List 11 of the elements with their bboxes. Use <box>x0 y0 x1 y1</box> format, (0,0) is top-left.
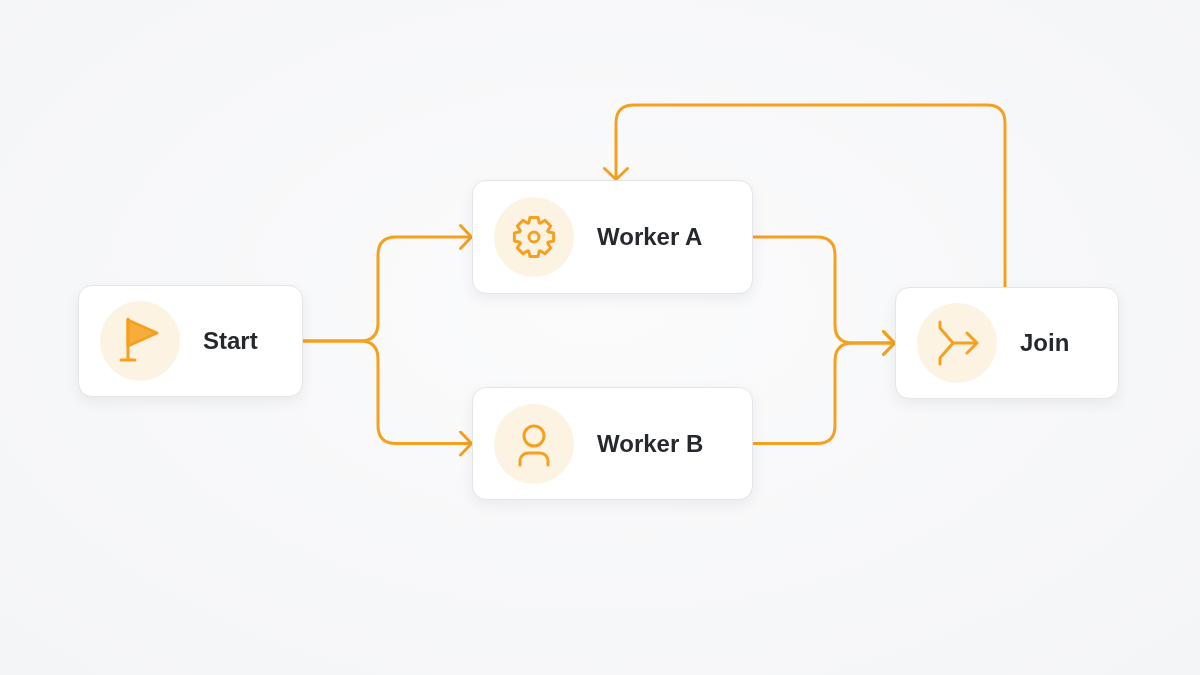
node-label: Join <box>1020 329 1070 357</box>
node-label: Start <box>203 327 258 355</box>
join-node <box>895 287 1119 399</box>
process-node <box>472 387 753 500</box>
node-label: Worker A <box>597 223 703 251</box>
start-node <box>78 285 303 397</box>
arrow <box>753 330 896 445</box>
arrow <box>303 339 473 457</box>
node-label: Worker B <box>597 429 704 458</box>
process-node <box>472 180 753 294</box>
arrow <box>603 103 1007 287</box>
